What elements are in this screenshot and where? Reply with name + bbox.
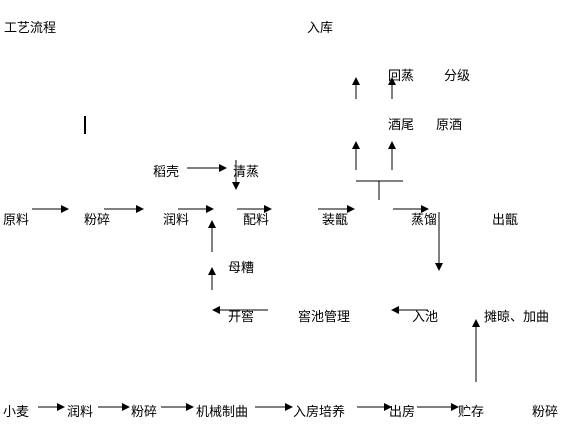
label-qingzheng: 清蒸 xyxy=(233,165,260,180)
label-tanliang-jiaqu: 摊晾、加曲 xyxy=(484,310,550,325)
label-runliao-top: 润料 xyxy=(163,213,190,228)
label-daoke: 稻壳 xyxy=(153,165,180,180)
label-zhuangzeng: 装甑 xyxy=(322,213,349,228)
label-zhengliu: 蒸馏 xyxy=(411,213,438,228)
label-muzao: 母糟 xyxy=(228,261,255,276)
label-kaijiao: 开窖 xyxy=(228,310,255,325)
label-zhucun: 贮存 xyxy=(458,405,485,420)
label-jixie-zhiqu: 机械制曲 xyxy=(196,405,249,420)
label-huizheng: 回蒸 xyxy=(388,69,415,84)
label-fenji: 分级 xyxy=(444,69,471,84)
label-fensui-end: 粉碎 xyxy=(532,405,559,420)
label-ruchi: 入池 xyxy=(412,310,439,325)
label-chuzeng: 出甑 xyxy=(492,213,519,228)
label-storage: 入库 xyxy=(307,21,334,36)
label-xiaomai: 小麦 xyxy=(3,405,30,420)
label-jiuwei: 酒尾 xyxy=(388,118,415,133)
label-runliao-bottom: 润料 xyxy=(67,405,94,420)
label-yuanjiu: 原酒 xyxy=(436,118,463,133)
label-peiliao: 配料 xyxy=(243,213,270,228)
diagram-title: 工艺流程 xyxy=(4,21,57,36)
label-fensui-top: 粉碎 xyxy=(84,213,111,228)
label-yuanliao: 原料 xyxy=(3,213,30,228)
label-rufang-peiyang: 入房培养 xyxy=(293,405,346,420)
label-fensui-bottom: 粉碎 xyxy=(131,405,158,420)
label-jiaochi-guanli: 窖池管理 xyxy=(298,310,351,325)
label-chufang: 出房 xyxy=(389,405,416,420)
